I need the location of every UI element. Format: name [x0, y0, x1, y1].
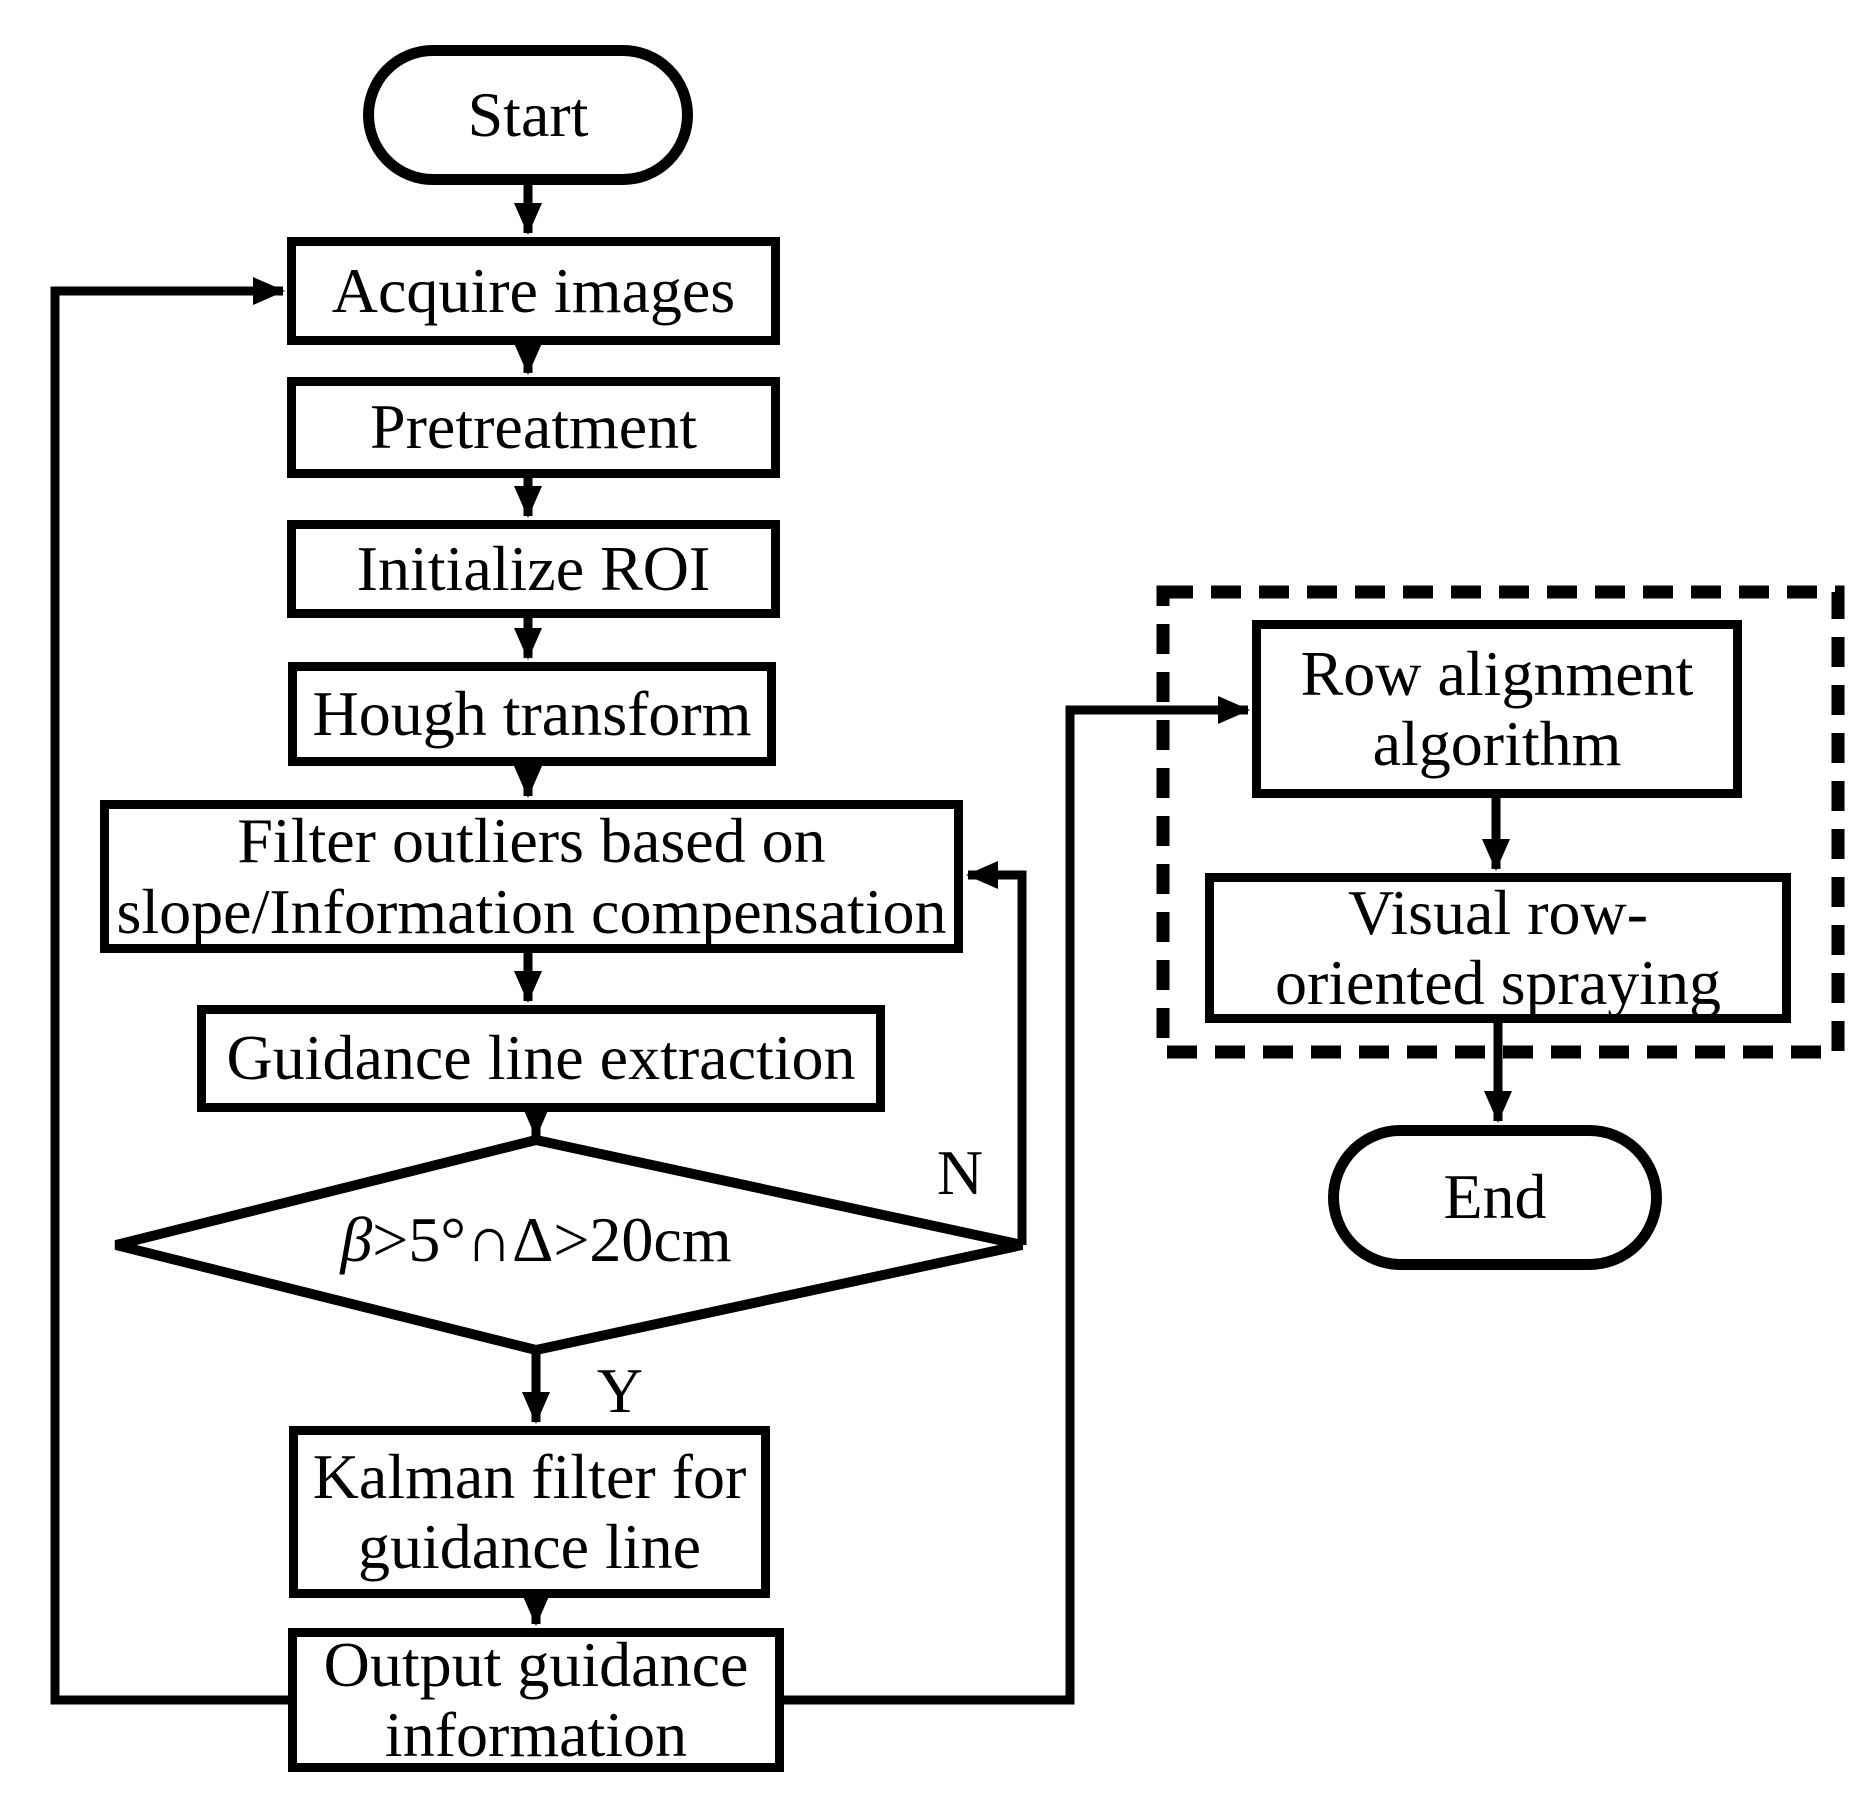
node-visual-row-spraying-line2: oriented spraying [1274, 947, 1722, 1018]
node-filter-outliers-line2: slope/Information compensation [116, 875, 947, 947]
node-guidance-line-extraction: Guidance line extraction [197, 1005, 885, 1112]
decision-condition-text: >5°∩Δ>20cm [372, 1204, 732, 1275]
node-start: Start [363, 45, 693, 185]
node-start-label: Start [467, 78, 589, 150]
node-guidance-line-extraction-label: Guidance line extraction [226, 1022, 856, 1094]
node-output-guidance-line2: information [384, 1699, 688, 1770]
edge-output-to-row-alignment [784, 696, 1250, 1705]
node-hough-transform: Hough transform [288, 662, 776, 766]
dashed-module-border [1156, 585, 1845, 1059]
node-visual-row-spraying-line1: Visual row- [1347, 876, 1649, 948]
node-kalman-filter: Kalman filter for guidance line [289, 1426, 770, 1598]
node-row-alignment-line2: algorithm [1372, 708, 1622, 779]
branch-label-no: N [936, 1137, 984, 1208]
decision-condition-label: β>5°∩Δ>20cm [226, 1200, 846, 1280]
node-end-label: End [1443, 1161, 1547, 1233]
node-end: End [1328, 1125, 1662, 1270]
node-acquire-images-label: Acquire images [331, 254, 736, 326]
decision-beta-symbol: β [340, 1204, 373, 1275]
node-pretreatment: Pretreatment [287, 377, 780, 478]
node-filter-outliers: Filter outliers based on slope/Informati… [100, 800, 963, 953]
node-hough-transform-label: Hough transform [312, 677, 752, 749]
node-filter-outliers-line1: Filter outliers based on [237, 805, 826, 877]
node-row-alignment-line1: Row alignment [1300, 637, 1694, 709]
node-acquire-images: Acquire images [287, 237, 780, 345]
node-pretreatment-label: Pretreatment [370, 391, 697, 463]
node-output-guidance: Output guidance information [288, 1628, 784, 1772]
node-kalman-filter-line1: Kalman filter for [312, 1440, 747, 1512]
node-row-alignment: Row alignment algorithm [1252, 620, 1742, 798]
node-visual-row-spraying: Visual row- oriented spraying [1205, 873, 1791, 1023]
edge-decision-no-to-filter [966, 861, 1027, 1245]
branch-label-yes: Y [596, 1355, 644, 1426]
node-kalman-filter-line2: guidance line [358, 1511, 701, 1582]
node-initialize-roi: Initialize ROI [287, 520, 780, 618]
edge-output-loop-to-acquire [50, 277, 288, 1705]
node-output-guidance-line1: Output guidance [323, 1628, 749, 1700]
node-initialize-roi-label: Initialize ROI [356, 532, 711, 604]
